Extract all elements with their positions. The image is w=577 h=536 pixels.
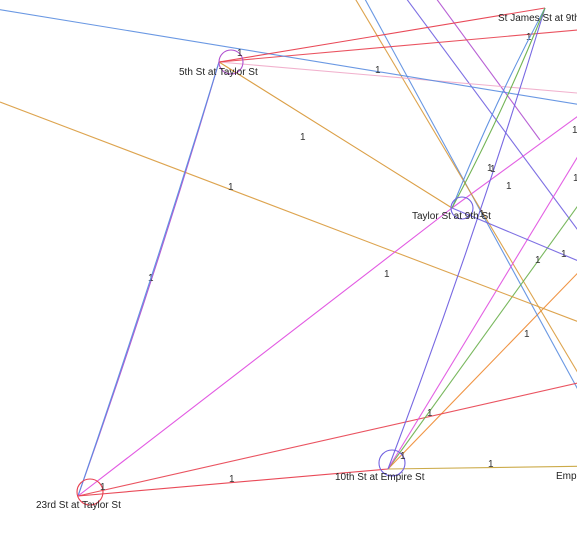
- trip-edge[interactable]: [77, 468, 389, 497]
- trip-count-label: 1: [506, 181, 512, 192]
- station-label-empire[interactable]: Empi: [556, 471, 577, 482]
- trip-count-label: 1: [488, 459, 494, 470]
- self-loop-count-label: 1: [237, 48, 243, 59]
- trip-edge-offscreen[interactable]: [430, 0, 541, 141]
- trip-edge-offscreen[interactable]: [387, 120, 577, 470]
- trip-edge[interactable]: [77, 207, 453, 497]
- trip-count-label: 1: [490, 164, 496, 175]
- self-loop-edge[interactable]: [450, 196, 474, 220]
- trip-edge-offscreen[interactable]: [387, 175, 577, 470]
- station-label-st-james-9th[interactable]: St James St at 9th: [498, 13, 577, 24]
- station-label-23rd-taylor[interactable]: 23rd St at Taylor St: [36, 500, 121, 511]
- trip-edge-offscreen[interactable]: [218, 28, 577, 63]
- trip-edge-offscreen[interactable]: [77, 378, 577, 497]
- trip-count-label: 1: [375, 65, 381, 76]
- trip-count-label: 1: [384, 269, 390, 280]
- trip-edge-offscreen[interactable]: [400, 0, 577, 260]
- trip-edge[interactable]: [387, 7, 546, 470]
- trip-count-label: 1: [229, 474, 235, 485]
- trip-edge-offscreen[interactable]: [218, 61, 577, 95]
- self-loop-edge[interactable]: [76, 478, 104, 506]
- self-loop-count-label: 1: [100, 482, 106, 493]
- self-loop-edge[interactable]: [218, 49, 244, 75]
- self-loop-count-label: 1: [479, 209, 485, 220]
- trip-count-label: 1: [573, 173, 577, 184]
- trip-count-label: 1: [524, 329, 530, 340]
- trip-edge-offscreen[interactable]: [387, 250, 577, 470]
- trip-count-label: 1: [228, 182, 234, 193]
- self-loop-edges: 1 1 1 1: [76, 48, 485, 506]
- station-label-10th-empire[interactable]: 10th St at Empire St: [335, 472, 425, 483]
- station-label-taylor-9th[interactable]: Taylor St at 9th St: [412, 211, 491, 222]
- trip-edge-offscreen[interactable]: [451, 100, 577, 209]
- trip-count-label: 1: [535, 255, 541, 266]
- self-loop-count-label: 1: [400, 451, 406, 462]
- trip-count-label: 1: [572, 125, 577, 136]
- self-loop-edge[interactable]: [378, 449, 406, 477]
- trip-edge[interactable]: [451, 7, 546, 209]
- trip-count-label: 1: [487, 163, 493, 174]
- trip-edge-offscreen[interactable]: [451, 207, 577, 270]
- trip-count-label: 1: [427, 408, 433, 419]
- trip-edge-offscreen[interactable]: [0, 101, 577, 330]
- trip-edge[interactable]: [77, 61, 220, 497]
- trip-edge[interactable]: [387, 465, 577, 470]
- trip-edge[interactable]: [218, 61, 453, 209]
- trip-edge-offscreen[interactable]: [350, 0, 577, 410]
- trip-count-label: 1: [561, 249, 567, 260]
- station-label-5th-taylor[interactable]: 5th St at Taylor St: [179, 67, 258, 78]
- trip-edge-offscreen[interactable]: [0, 8, 577, 108]
- station-labels: 5th St at Taylor St Taylor St at 9th St …: [36, 13, 577, 511]
- trip-edge[interactable]: [451, 7, 546, 209]
- trip-edge[interactable]: [218, 7, 546, 63]
- trip-count-label: 1: [300, 132, 306, 143]
